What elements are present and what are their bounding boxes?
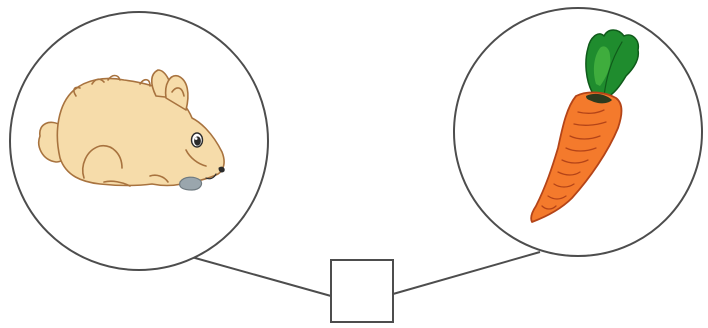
connector-line-carrot	[392, 251, 541, 295]
answer-box[interactable]	[330, 259, 394, 323]
rabbit-rock	[179, 176, 203, 191]
carrot-icon	[530, 29, 640, 223]
rabbit-node	[9, 11, 269, 271]
rabbit-nose	[218, 166, 225, 173]
connector-line-rabbit	[187, 255, 332, 297]
rabbit-icon	[38, 69, 225, 191]
carrot-ridges	[541, 109, 607, 210]
carrot-root	[530, 91, 623, 223]
carrot-node	[453, 7, 703, 257]
